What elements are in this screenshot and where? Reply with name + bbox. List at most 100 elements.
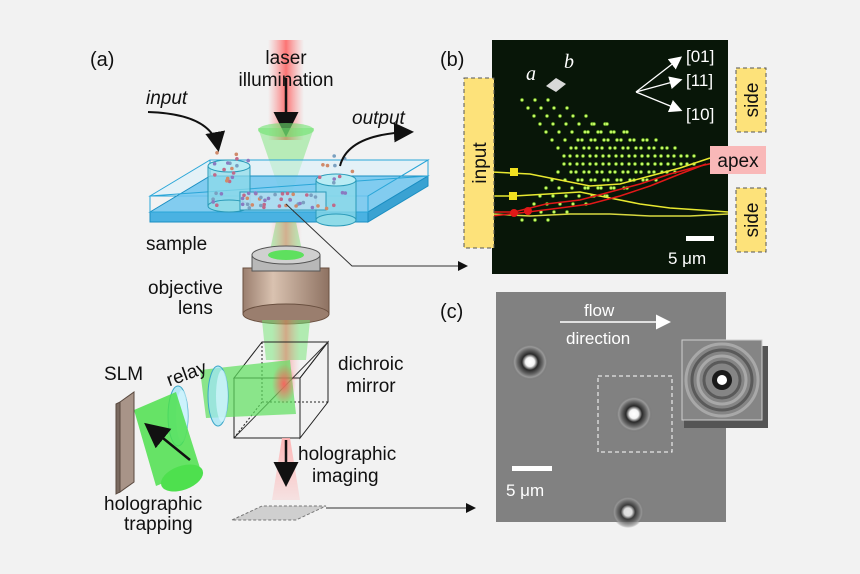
sample-particle xyxy=(211,197,215,201)
marker-yellow-2 xyxy=(509,192,517,200)
trap-spot xyxy=(531,201,537,207)
trap-spot xyxy=(678,153,684,159)
trapping-label-line1: holographic xyxy=(104,494,202,515)
trap-spot xyxy=(606,153,612,159)
trap-spot xyxy=(580,161,586,167)
trajectory-red-2 xyxy=(491,163,707,217)
trap-spot xyxy=(551,209,557,215)
trap-spot xyxy=(549,137,555,143)
slm-label: SLM xyxy=(104,364,143,385)
sample-particle xyxy=(277,204,282,208)
laser-label-line2: illumination xyxy=(238,70,333,91)
trap-spot xyxy=(614,137,620,143)
trap-spot xyxy=(574,153,580,159)
trap-spot xyxy=(632,161,638,167)
sample-particle xyxy=(240,196,245,201)
trap-spot xyxy=(671,153,677,159)
trap-spot xyxy=(555,169,561,175)
panel-label-b: (b) xyxy=(440,49,464,71)
trajectory-yellow-1 xyxy=(491,157,711,187)
direction-arrows xyxy=(635,56,683,113)
dichroic-label-line1: dichroic xyxy=(338,354,403,375)
input-flow-arrow xyxy=(147,111,226,152)
trap-spot xyxy=(550,193,556,199)
particle-trajectories xyxy=(491,157,729,217)
sample-particle xyxy=(259,203,263,208)
sample-particle xyxy=(240,202,245,207)
sample-particle xyxy=(222,167,226,172)
trap-spot xyxy=(579,177,585,183)
trap-beam-end xyxy=(160,464,204,492)
sample-particle xyxy=(234,152,239,157)
trap-spot xyxy=(652,161,658,167)
sample-particle xyxy=(215,203,219,207)
sample-particle xyxy=(245,202,250,207)
objective-label-line2: lens xyxy=(178,298,213,319)
marker-yellow-1 xyxy=(510,168,518,176)
trap-spot xyxy=(587,161,593,167)
lattice-b-label: b xyxy=(564,51,574,73)
sample-particle xyxy=(212,161,217,166)
trap-spot xyxy=(594,145,600,151)
trap-spot xyxy=(585,185,591,191)
sample-particle xyxy=(313,195,318,199)
trap-spot xyxy=(567,153,573,159)
trap-spot xyxy=(543,129,549,135)
trap-spot xyxy=(626,161,632,167)
trap-spot xyxy=(684,153,690,159)
trap-spot xyxy=(611,185,617,191)
trap-spot xyxy=(525,105,531,111)
trap-spot xyxy=(672,145,678,151)
trap-spot xyxy=(588,137,594,143)
direction-01-label: [01] xyxy=(686,47,714,66)
trap-spot xyxy=(580,153,586,159)
trap-spot xyxy=(550,121,556,127)
trap-spot xyxy=(620,169,626,175)
trap-spot xyxy=(557,113,563,119)
trap-spot xyxy=(618,177,624,183)
trap-spot xyxy=(618,137,624,143)
trap-spot xyxy=(607,169,613,175)
trap-spot xyxy=(605,137,611,143)
trap-spot xyxy=(645,153,651,159)
diffraction-ring xyxy=(702,360,742,400)
panel-label-c: (c) xyxy=(440,301,463,323)
trap-spot xyxy=(691,153,697,159)
sample-particle xyxy=(230,175,235,180)
trap-spot xyxy=(544,113,550,119)
trap-spot xyxy=(601,137,607,143)
sample-particle xyxy=(227,179,232,184)
trap-spot xyxy=(561,161,567,167)
holo-particle-3 xyxy=(612,496,644,528)
trap-spot xyxy=(627,137,633,143)
trap-spot xyxy=(574,161,580,167)
sample-particle xyxy=(215,151,219,155)
trap-spot xyxy=(564,105,570,111)
laser-label-line1: laser xyxy=(265,48,307,69)
trap-spot xyxy=(555,145,561,151)
output-label: output xyxy=(352,108,406,129)
trap-spot xyxy=(653,137,659,143)
trap-spot xyxy=(592,137,598,143)
trap-spot xyxy=(570,201,576,207)
trap-spot xyxy=(561,153,567,159)
trapping-label-line2: trapping xyxy=(124,514,193,535)
trap-spot xyxy=(613,153,619,159)
sample-particle xyxy=(332,203,336,208)
sample-particle xyxy=(230,166,234,171)
sample-particle xyxy=(332,154,337,158)
trajectory-yellow-3 xyxy=(491,213,729,217)
side-tag-bottom: side xyxy=(735,187,767,253)
trap-spot xyxy=(537,121,543,127)
svg-text:input: input xyxy=(470,142,491,184)
trap-spot xyxy=(671,161,677,167)
sample-particle xyxy=(242,193,246,198)
svg-text:apex: apex xyxy=(717,151,759,172)
sample-particle xyxy=(332,180,336,185)
trap-spot xyxy=(576,193,582,199)
trap-spot xyxy=(665,161,671,167)
sample-particle xyxy=(317,175,322,179)
trap-spot xyxy=(538,105,544,111)
trap-spot xyxy=(568,145,574,151)
